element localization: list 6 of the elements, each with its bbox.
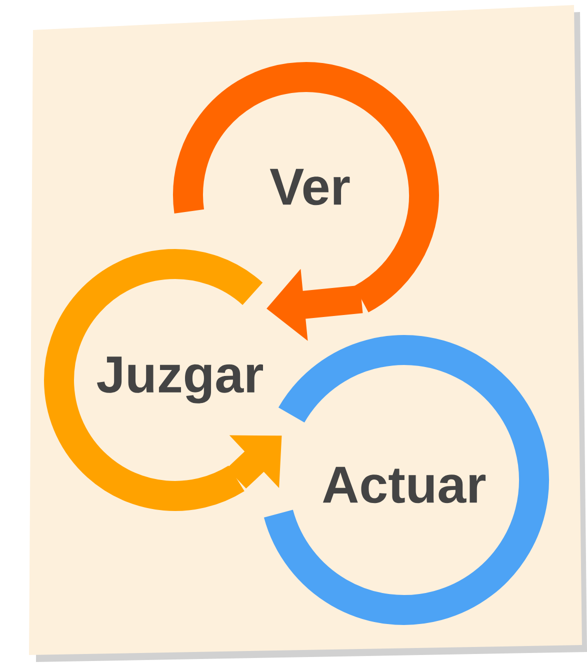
ring [264,335,549,625]
ring [44,249,262,511]
ring [173,62,439,312]
ring-label: Ver [270,168,350,206]
ring-label: Actuar [322,466,486,504]
ring-label: Juzgar [96,356,264,404]
